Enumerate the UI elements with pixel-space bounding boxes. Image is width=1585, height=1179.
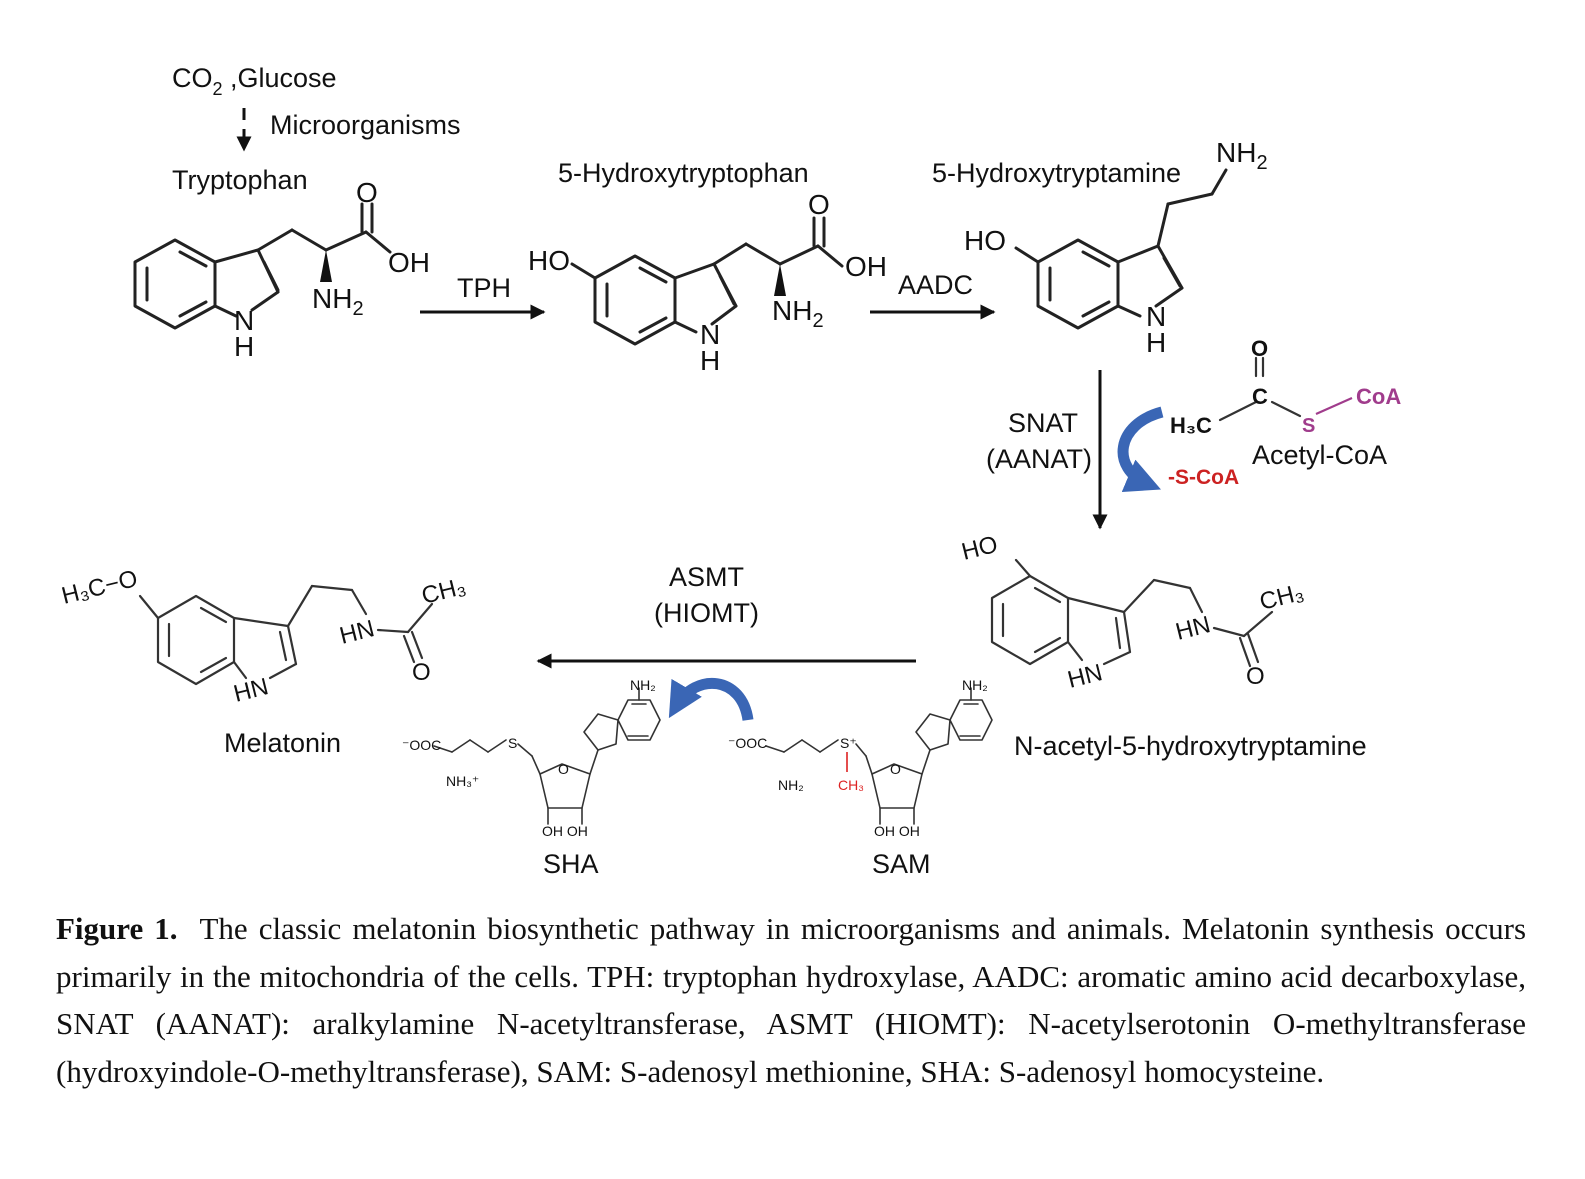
nacetyl-hn-amide: HN [1173, 611, 1213, 646]
melatonin-label: Melatonin [224, 728, 341, 758]
nacetyl-ch3: CH₃ [1257, 579, 1307, 616]
tryptophan-oh: OH [388, 247, 430, 278]
snat-label: SNAT [1008, 408, 1078, 438]
acetyl-coa-h3c: H₃C [1170, 413, 1212, 438]
nacetyl-structure [990, 558, 1274, 668]
melatonin-structure [138, 584, 434, 686]
methyl-transfer-curved-arrow [668, 677, 754, 722]
sha-ooc: ⁻OOC [402, 737, 441, 753]
hydroxytryptophan-oh: OH [845, 251, 887, 282]
sam-nh2-chain: NH₂ [778, 777, 804, 793]
hydroxytryptophan-n: N [700, 319, 720, 350]
sha-o-ring: O [558, 761, 569, 777]
melatonin-hn-ring: HN [231, 673, 271, 708]
nacetyl-o: O [1246, 663, 1265, 690]
tryptophan-structure [133, 202, 392, 330]
sam-nh2: NH₂ [962, 677, 988, 693]
source-label: CO2 ,Glucose [172, 63, 337, 99]
tryptophan-nh2: NH2 [312, 283, 364, 320]
aadc-label: AADC [898, 270, 973, 300]
microorganisms-label: Microorganisms [270, 110, 461, 140]
hydroxytryptophan-ho: HO [528, 245, 570, 276]
nacetyl-hn-ring: HN [1065, 659, 1105, 694]
asmt-alt-label: (HIOMT) [654, 598, 759, 628]
sam-structure [765, 687, 993, 825]
hydroxytryptophan-label: 5-Hydroxytryptophan [558, 158, 809, 188]
hydroxytryptophan-o: O [808, 189, 830, 220]
sam-label: SAM [872, 849, 931, 879]
asmt-label: ASMT [669, 562, 744, 592]
sha-label: SHA [543, 849, 599, 879]
melatonin-o: O [412, 659, 431, 686]
hydroxytryptophan-structure [570, 216, 844, 346]
coa-leaving-label: -S-CoA [1168, 466, 1239, 489]
sam-o-ring: O [890, 761, 901, 777]
snat-alt-label: (AANAT) [986, 444, 1092, 474]
nacetyl-ho: HO [959, 531, 1000, 566]
hydroxytryptamine-ho: HO [964, 225, 1006, 256]
tryptophan-h: H [234, 331, 254, 362]
hydroxytryptamine-label: 5-Hydroxytryptamine [932, 158, 1181, 188]
hydroxytryptophan-h: H [700, 345, 720, 376]
tryptophan-label: Tryptophan [172, 165, 308, 195]
sha-structure [433, 687, 661, 825]
figure-caption: Figure 1. The classic melatonin biosynth… [56, 905, 1526, 1095]
tph-label: TPH [457, 273, 511, 303]
acetyl-coa-s: S [1302, 415, 1315, 437]
sha-s: S [508, 735, 517, 751]
sha-oh-oh: OH OH [542, 823, 588, 839]
hydroxytryptamine-h: H [1146, 327, 1166, 358]
melatonin-ch3: CH₃ [419, 573, 469, 610]
hydroxytryptamine-structure [1014, 168, 1228, 330]
sha-nh3: NH₃⁺ [446, 773, 479, 789]
sam-oh-oh: OH OH [874, 823, 920, 839]
sam-ooc: ⁻OOC [728, 735, 767, 751]
acetyl-coa-structure [1218, 356, 1353, 422]
acetyl-coa-o: O [1251, 336, 1268, 361]
hydroxytryptamine-nh2: NH2 [1216, 137, 1268, 174]
sam-s-plus: S⁺ [840, 735, 857, 751]
sam-ch3: CH₃ [838, 777, 864, 793]
svg-text:CO2 ,Glucose: CO2 ,Glucose [172, 63, 337, 99]
caption-text: The classic melatonin biosynthetic pathw… [56, 911, 1527, 1089]
acetyl-coa-coa: CoA [1356, 384, 1401, 409]
caption-label: Figure 1. [56, 911, 178, 946]
acetyl-coa-label: Acetyl-CoA [1252, 440, 1387, 470]
acetyl-coa-c: C [1252, 384, 1268, 409]
sha-nh2: NH₂ [630, 677, 656, 693]
melatonin-h3co: H₃C−O [59, 565, 140, 610]
nacetyl-label: N-acetyl-5-hydroxytryptamine [1014, 731, 1367, 761]
acetyl-transfer-curved-arrow [1117, 406, 1164, 492]
hydroxytryptophan-nh2: NH2 [772, 295, 824, 332]
melatonin-hn-amide: HN [337, 615, 377, 650]
hydroxytryptamine-n: N [1146, 301, 1166, 332]
tryptophan-n: N [234, 305, 254, 336]
tryptophan-o: O [356, 177, 378, 208]
